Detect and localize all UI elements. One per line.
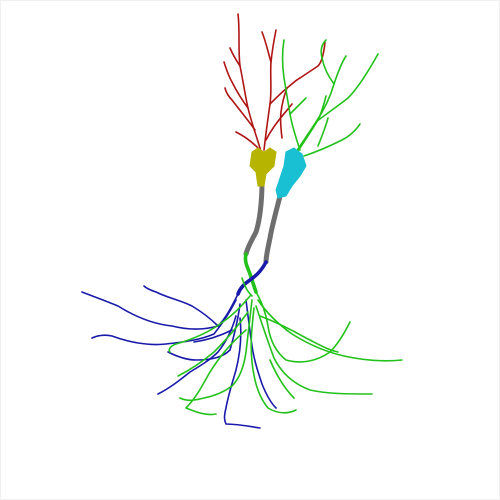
basal-green-branches bbox=[169, 278, 402, 415]
green-basal-branch bbox=[186, 330, 246, 415]
red-branch bbox=[262, 32, 271, 62]
soma-group bbox=[250, 148, 306, 198]
red-branch bbox=[238, 14, 262, 155]
green-basal-branch bbox=[260, 316, 338, 352]
green-connector bbox=[245, 254, 256, 292]
soma-cyan bbox=[276, 148, 306, 198]
green-apical-branch bbox=[290, 98, 306, 114]
basal-blue-branches bbox=[82, 286, 276, 428]
green-apical-branch bbox=[318, 118, 328, 146]
basal-connector bbox=[238, 254, 266, 294]
red-branch bbox=[236, 132, 258, 148]
gray-trunk-right bbox=[266, 196, 280, 262]
soma-yellow bbox=[250, 148, 276, 186]
red-branch bbox=[225, 88, 255, 130]
green-apical-branch bbox=[316, 54, 378, 122]
apical-tuft-green-branches bbox=[283, 40, 379, 158]
gray-trunk-left bbox=[246, 182, 262, 254]
green-basal-branch bbox=[169, 296, 250, 352]
green-apical-branch bbox=[321, 40, 334, 84]
green-basal-branch bbox=[258, 300, 402, 361]
blue-basal-branch bbox=[144, 286, 218, 326]
apical-trunk bbox=[246, 182, 280, 262]
red-branch bbox=[224, 62, 248, 108]
